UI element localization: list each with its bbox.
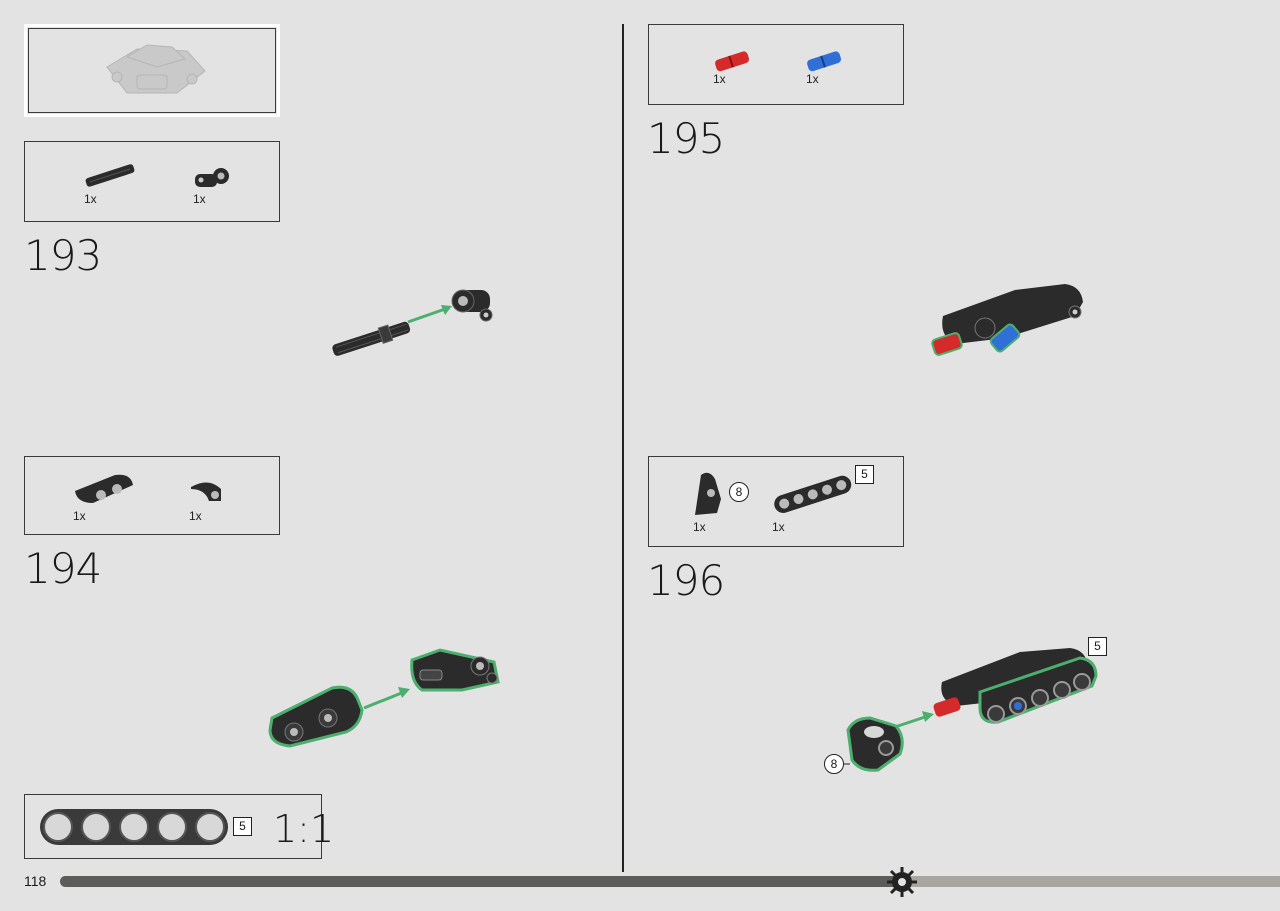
- red-pin-icon: [715, 51, 750, 72]
- step-196-parts-box: 8 1x 5 1x: [648, 456, 904, 547]
- step-195-parts-box: 1x 1x: [648, 24, 904, 105]
- angle-connector-icon: [195, 168, 229, 187]
- submodel-preview-image: [106, 44, 206, 94]
- step-194-illustration: [268, 648, 500, 748]
- panel-connector-icon: [695, 472, 721, 515]
- step-195-illustration: [931, 284, 1083, 356]
- part-qty: 1x: [189, 509, 202, 523]
- beam-length-badge: 5: [1088, 637, 1107, 656]
- part-qty: 1x: [693, 520, 706, 534]
- step-193-parts-box: 1x 1x: [24, 141, 280, 222]
- blue-pin-icon: [807, 51, 842, 72]
- step-194-parts-box: 1x 1x: [24, 456, 280, 535]
- beam-length-badge: 5: [855, 465, 874, 484]
- beam-length-badge: 5: [233, 817, 252, 836]
- half-bush-icon: [191, 482, 221, 501]
- step-193-illustration: [332, 289, 493, 356]
- progress-bar-fill: [60, 876, 902, 887]
- part-qty: 1x: [193, 192, 206, 206]
- progress-bar-track: [60, 876, 1280, 887]
- part-qty: 1x: [73, 509, 86, 523]
- part-qty: 1x: [806, 72, 819, 86]
- step-196-illustration: [842, 648, 1098, 772]
- beam-5-scale-image: [40, 809, 228, 845]
- step-number-193: 193: [24, 231, 102, 280]
- part-qty: 1x: [84, 192, 97, 206]
- page-number: 118: [24, 873, 47, 889]
- step-number-195: 195: [647, 114, 725, 163]
- beam-5-icon: [774, 475, 852, 513]
- step-number-194: 194: [24, 544, 102, 593]
- submodel-preview-box: [24, 24, 280, 117]
- part-qty: 1x: [713, 72, 726, 86]
- scale-ratio: 1:1: [273, 807, 335, 851]
- scale-reference-box: 5 1:1: [24, 794, 334, 859]
- progress-gear-icon: [886, 867, 917, 897]
- page-divider: [622, 24, 624, 872]
- double-bush-icon: [75, 474, 133, 503]
- connector-callout: 8: [824, 754, 844, 774]
- axle-icon: [85, 164, 135, 187]
- part-qty: 1x: [772, 520, 785, 534]
- connector-callout: 8: [729, 482, 749, 502]
- step-number-196: 196: [647, 556, 725, 605]
